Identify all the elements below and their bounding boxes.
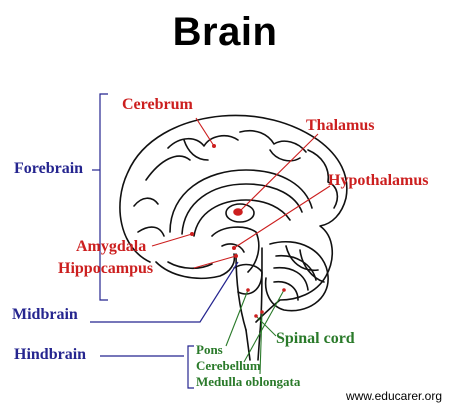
corpus-callosum	[193, 199, 291, 237]
cerebellum-fold	[299, 249, 325, 283]
spinal-cord-label: Spinal cord	[276, 330, 355, 347]
corpus-callosum	[169, 169, 313, 233]
pons-shape	[233, 263, 263, 295]
cerebrum-gyrus	[239, 129, 307, 153]
cerebrum-gyrus	[167, 134, 239, 149]
cerebrum-gyrus	[307, 149, 339, 209]
temporal-gyrus	[167, 261, 213, 270]
forebrain-label: Forebrain	[14, 160, 84, 177]
midbrain-leader	[90, 261, 239, 323]
cerebrum-gyrus	[137, 226, 165, 237]
source-credit: www.educarer.org	[345, 389, 442, 403]
thalamus-label: Thalamus	[306, 117, 375, 134]
hippocampus-label: Hippocampus	[58, 260, 154, 277]
cerebrum-gyrus	[133, 197, 159, 207]
cerebrum-gyrus	[269, 149, 301, 162]
hindbrain-label: Hindbrain	[14, 346, 87, 363]
midbrain-label: Midbrain	[12, 306, 78, 323]
cerebrum-leader	[195, 117, 215, 147]
cerebrum-gyrus	[145, 155, 191, 181]
cerebellum-leader	[243, 289, 285, 363]
hypothalamus-label: Hypothalamus	[328, 172, 429, 189]
spinal-cord-shape	[245, 329, 261, 361]
forebrain-bracket	[99, 93, 108, 301]
hypothalamus-leader	[233, 185, 331, 249]
midbrain-shape	[211, 226, 260, 273]
hindbrain-bracket	[187, 345, 194, 389]
cerebellum-fold	[285, 245, 319, 271]
corpus-callosum	[181, 183, 303, 235]
hippocampus-leader	[193, 255, 237, 269]
cerebrum-label: Cerebrum	[122, 96, 193, 113]
cerebellum-label: Cerebellum	[196, 358, 261, 373]
thalamus-shape	[225, 203, 255, 223]
thalamus-leader	[239, 133, 319, 212]
pons-leader	[225, 289, 249, 347]
cerebellum-fold	[273, 280, 299, 301]
medulla-oblongata-label: Medulla oblongata	[196, 374, 301, 389]
cerebellum-fold	[273, 266, 309, 291]
page-title: Brain	[172, 10, 278, 54]
amygdala-label: Amygdala	[76, 238, 147, 255]
cerebrum-gyrus	[183, 139, 209, 161]
brain-outline	[119, 114, 348, 323]
amygdala-leader	[151, 233, 193, 247]
hypothalamus-shape	[221, 243, 245, 253]
cerebellum-shape	[264, 240, 329, 312]
temporal-lobe	[155, 253, 236, 280]
brainstem	[235, 247, 263, 333]
spinal-cord-leader	[255, 315, 277, 337]
pons-label: Pons	[196, 342, 223, 357]
